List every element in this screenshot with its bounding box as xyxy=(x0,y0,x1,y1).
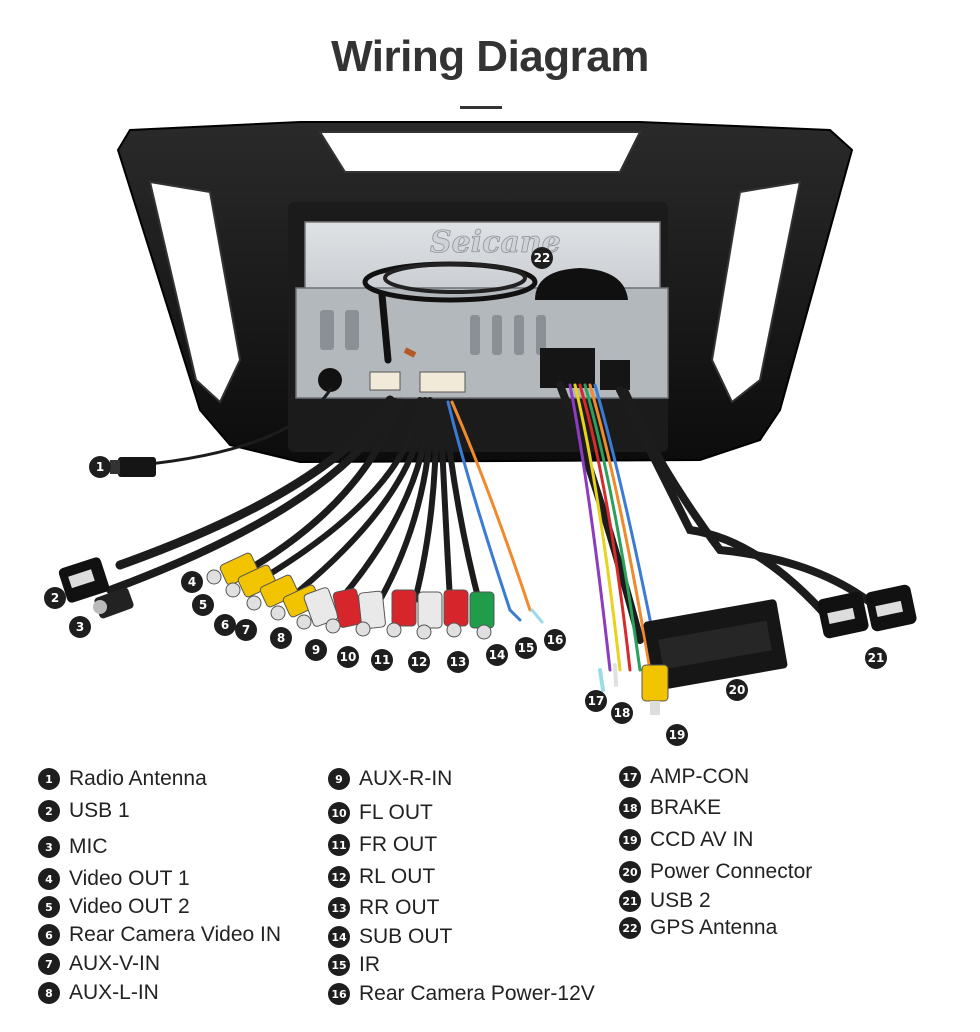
head-unit: Seicane xyxy=(288,202,669,452)
svg-text:12: 12 xyxy=(411,655,428,669)
power-connector xyxy=(643,599,788,691)
svg-text:9: 9 xyxy=(312,643,320,657)
svg-text:8: 8 xyxy=(277,631,285,645)
svg-text:21: 21 xyxy=(868,651,885,665)
svg-text:15: 15 xyxy=(518,641,535,655)
svg-text:1: 1 xyxy=(96,460,104,474)
callout-17: 17 xyxy=(585,690,607,712)
callout-4: 4 xyxy=(181,571,203,593)
radio-antenna-plug xyxy=(110,457,156,477)
page-title: Wiring Diagram xyxy=(331,32,649,81)
callout-19: 19 xyxy=(666,724,688,746)
rca-plugs xyxy=(206,552,495,640)
callout-9: 9 xyxy=(305,639,327,661)
svg-text:3: 3 xyxy=(76,620,84,634)
svg-text:4: 4 xyxy=(188,575,196,589)
callout-6: 6 xyxy=(214,614,236,636)
callout-14: 14 xyxy=(486,644,508,666)
svg-text:20: 20 xyxy=(729,683,746,697)
callout-badges: 1 2 3 4 5 6 7 8 9 10 11 12 13 14 15 16 1… xyxy=(44,247,887,746)
callout-15: 15 xyxy=(515,637,537,659)
svg-text:22: 22 xyxy=(534,251,551,265)
callout-20: 20 xyxy=(726,679,748,701)
callout-3: 3 xyxy=(69,616,91,638)
wiring-diagram-illustration: Seicane xyxy=(44,121,917,746)
svg-text:6: 6 xyxy=(221,618,229,632)
svg-text:16: 16 xyxy=(547,633,564,647)
ccd-av-in-plug xyxy=(641,664,669,715)
cable-harness xyxy=(106,381,884,644)
callout-2: 2 xyxy=(44,587,66,609)
callout-22: 22 xyxy=(531,247,553,269)
usb2-plugs xyxy=(817,584,917,639)
svg-text:11: 11 xyxy=(374,653,391,667)
callout-21: 21 xyxy=(865,647,887,669)
svg-text:5: 5 xyxy=(199,598,207,612)
svg-text:7: 7 xyxy=(242,623,250,637)
svg-text:13: 13 xyxy=(450,655,467,669)
callout-10: 10 xyxy=(337,646,359,668)
callout-16: 16 xyxy=(544,629,566,651)
usb1-and-mic-plugs xyxy=(58,557,134,619)
callout-7: 7 xyxy=(235,619,257,641)
svg-text:10: 10 xyxy=(340,650,357,664)
callout-13: 13 xyxy=(447,651,469,673)
callout-11: 11 xyxy=(371,649,393,671)
title-underline xyxy=(460,106,502,109)
svg-text:17: 17 xyxy=(588,694,605,708)
callout-5: 5 xyxy=(192,594,214,616)
svg-text:19: 19 xyxy=(669,728,686,742)
svg-text:2: 2 xyxy=(51,591,59,605)
callout-12: 12 xyxy=(408,651,430,673)
callout-18: 18 xyxy=(611,702,633,724)
svg-text:18: 18 xyxy=(614,706,631,720)
callout-8: 8 xyxy=(270,627,292,649)
callout-1: 1 xyxy=(89,456,111,478)
svg-text:14: 14 xyxy=(489,648,506,662)
